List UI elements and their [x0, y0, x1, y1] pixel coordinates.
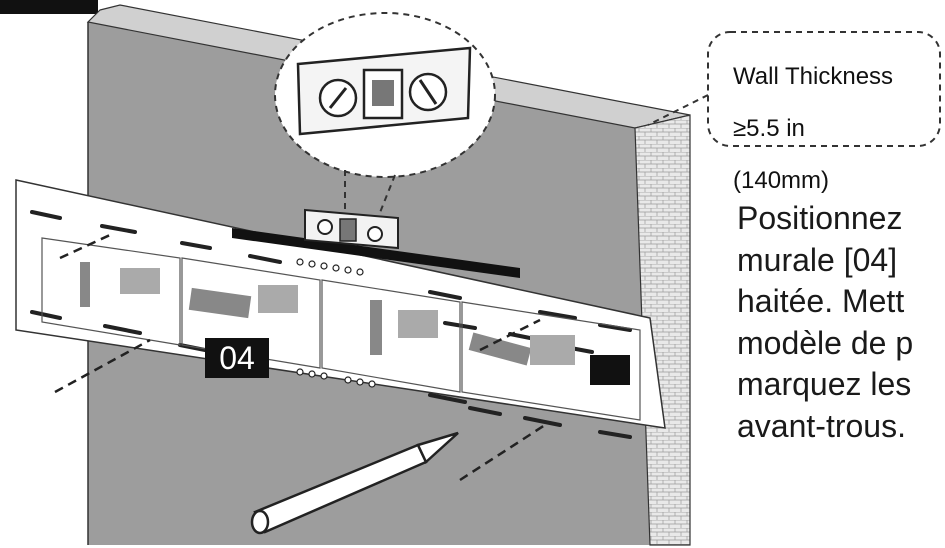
wall-thickness-label: Wall Thickness ≥5.5 in (140mm) — [733, 38, 893, 220]
wall-thickness-metric: (140mm) — [733, 167, 830, 194]
level-on-plate — [304, 208, 399, 250]
pencil-icon — [250, 431, 459, 535]
instruction-paragraph: Positionnez murale [04] haitée. Mett mod… — [737, 200, 914, 444]
corner-tab — [0, 0, 98, 14]
level-zoomed — [296, 46, 472, 136]
wall-thickness-imperial: ≥5.5 in — [733, 115, 805, 142]
wall-thickness-callout-box — [707, 31, 941, 147]
wall-plate-template — [15, 179, 666, 429]
wall-thickness-title: Wall Thickness — [733, 63, 894, 90]
part-number-badge: 04 — [205, 338, 269, 378]
